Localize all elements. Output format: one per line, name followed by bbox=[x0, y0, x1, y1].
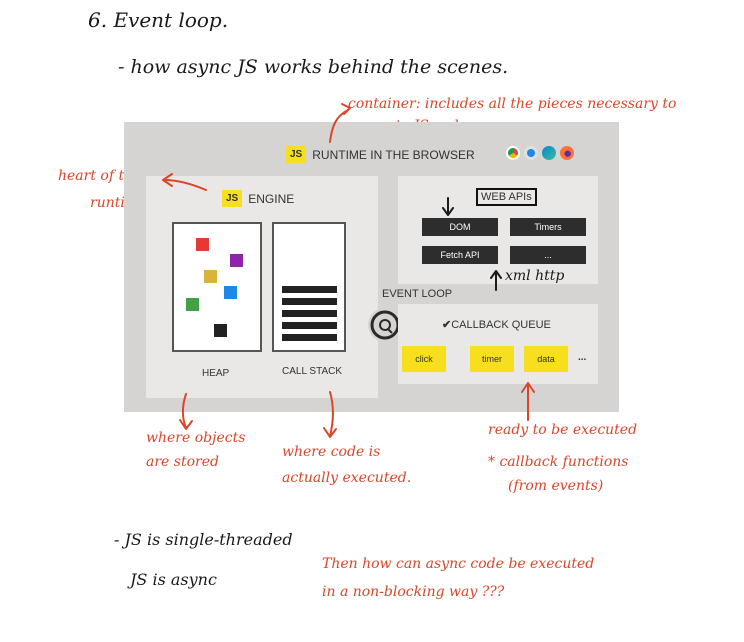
api-fetch: Fetch API bbox=[422, 246, 498, 264]
stack-frame-bar bbox=[282, 298, 337, 305]
firefox-icon bbox=[560, 146, 574, 160]
chrome-icon bbox=[506, 146, 520, 160]
note-stack-2: actually executed. bbox=[282, 470, 412, 486]
api-timers: Timers bbox=[510, 218, 586, 236]
note-callback-1: * callback functions bbox=[488, 454, 629, 470]
browser-icons bbox=[506, 146, 586, 162]
note-callback-2: (from events) bbox=[508, 478, 604, 494]
heap-object bbox=[196, 238, 209, 251]
callback-queue-panel: ✔CALLBACK QUEUE click timer data ... bbox=[398, 304, 598, 384]
heap-arrow-head bbox=[179, 419, 193, 430]
note-container-1: container: includes all the pieces neces… bbox=[348, 96, 677, 112]
safari-icon bbox=[524, 146, 538, 160]
call-stack-label: CALL STACK bbox=[282, 366, 343, 377]
callback-queue-title-text: CALLBACK QUEUE bbox=[451, 319, 551, 331]
note-heading: 6. Event loop. bbox=[88, 8, 229, 32]
runtime-slide: JS RUNTIME IN THE BROWSER JS ENGINE H bbox=[124, 122, 619, 412]
note-stack-1: where code is bbox=[282, 444, 381, 460]
runtime-title: JS RUNTIME IN THE BROWSER bbox=[286, 146, 475, 163]
engine-title: JS ENGINE bbox=[222, 190, 294, 207]
check-mark: ✔ bbox=[442, 319, 452, 331]
edge-icon bbox=[542, 146, 556, 160]
note-single-threaded: - JS is single-threaded bbox=[114, 530, 293, 549]
note-question-1: Then how can async code be executed bbox=[322, 556, 595, 572]
note-js-async: JS is async bbox=[130, 570, 217, 589]
stack-frame-bar bbox=[282, 322, 337, 329]
queue-item-click: click bbox=[402, 346, 446, 372]
heap-object bbox=[214, 324, 227, 337]
note-heart-1: heart of the bbox=[58, 168, 142, 184]
event-loop-icon bbox=[368, 308, 402, 342]
note-line-async: - how async JS works behind the scenes. bbox=[118, 56, 509, 78]
engine-panel: JS ENGINE HEAP CALL STACK bbox=[146, 176, 378, 398]
web-apis-title: WEB APIs bbox=[476, 188, 537, 206]
heap-object bbox=[204, 270, 217, 283]
queue-item-data: data bbox=[524, 346, 568, 372]
stack-frame-bar bbox=[282, 334, 337, 341]
note-xmlhttp: xml http bbox=[505, 268, 565, 284]
engine-title-text: ENGINE bbox=[248, 191, 295, 206]
web-apis-panel: WEB APIs DOM Timers Fetch API ... bbox=[398, 176, 598, 284]
note-question-2: in a non-blocking way ??? bbox=[322, 584, 505, 600]
call-stack-frame bbox=[272, 222, 346, 352]
queue-item-timer: timer bbox=[470, 346, 514, 372]
heap-object bbox=[224, 286, 237, 299]
heap-frame bbox=[172, 222, 262, 352]
note-queue-ready: ready to be executed bbox=[488, 422, 638, 438]
event-loop-label: EVENT LOOP bbox=[382, 288, 453, 300]
queue-more: ... bbox=[578, 352, 587, 363]
runtime-title-text: RUNTIME IN THE BROWSER bbox=[312, 147, 475, 162]
stack-frame-bar bbox=[282, 310, 337, 317]
heap-object bbox=[230, 254, 243, 267]
api-dom: DOM bbox=[422, 218, 498, 236]
stack-arrow-head bbox=[323, 427, 337, 438]
callback-queue-title: ✔CALLBACK QUEUE bbox=[442, 318, 551, 331]
api-more: ... bbox=[510, 246, 586, 264]
runtime-js-badge: JS bbox=[286, 146, 307, 163]
engine-js-badge: JS bbox=[222, 190, 243, 207]
note-heap-1: where objects bbox=[146, 430, 246, 446]
heap-label: HEAP bbox=[202, 368, 230, 379]
heap-object bbox=[186, 298, 199, 311]
stack-frame-bar bbox=[282, 286, 337, 293]
note-heap-2: are stored bbox=[146, 454, 219, 470]
